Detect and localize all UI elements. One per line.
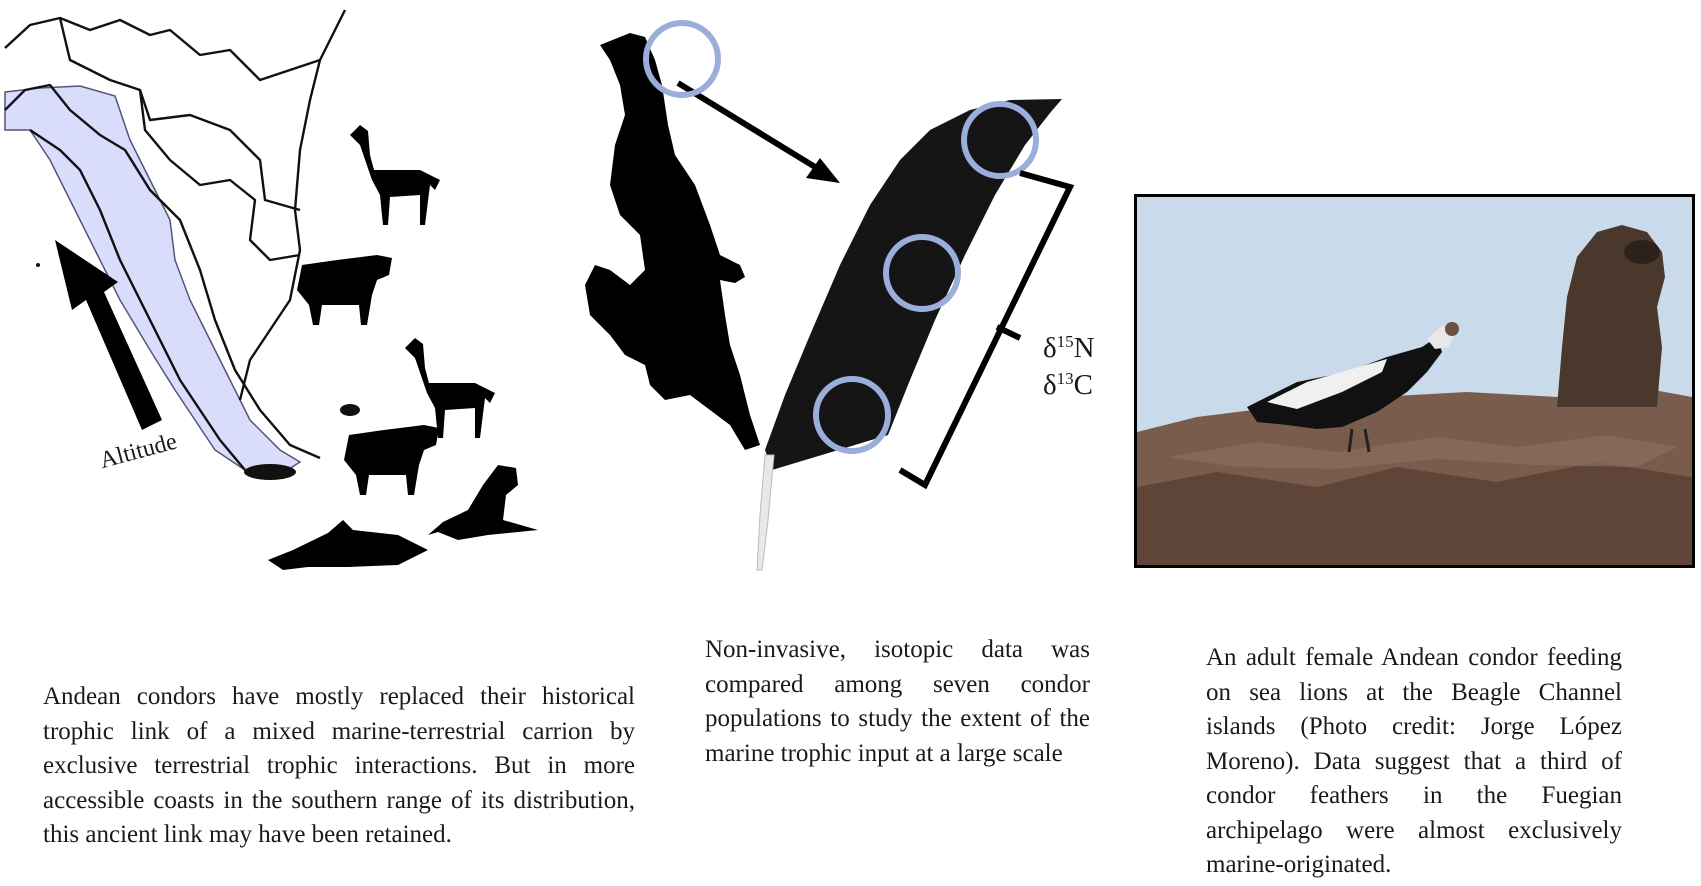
direction-arrow: [676, 80, 840, 183]
guanaco-icon: [350, 125, 440, 225]
country-border: [29, 129, 246, 471]
condor-feather-illustration: [585, 20, 1075, 571]
guanaco-icon: [405, 338, 495, 438]
country-border: [58, 17, 301, 212]
isotope-nitrogen-label: δ15N: [1043, 332, 1095, 364]
country-border: [238, 59, 322, 401]
sheep-icon: [344, 425, 439, 495]
condor-range-area: [4, 85, 302, 479]
sea-lion-silhouette: [1557, 225, 1665, 407]
country-border: [4, 83, 321, 460]
condor-sea-lion-photo: [1134, 194, 1695, 568]
sheep-icon: [297, 255, 392, 325]
sample-marker-circle: [961, 101, 1039, 179]
sample-marker-circle: [813, 376, 891, 454]
sampling-bracket: [898, 170, 1075, 490]
feather-shaft: [756, 454, 775, 571]
dolphin-icon: [268, 520, 428, 570]
country-border: [138, 89, 301, 262]
caption-map-panel: Andean condors have mostly replaced thei…: [43, 683, 635, 848]
isotope-carbon-label: δ13C: [1043, 369, 1094, 401]
caption-feather-panel: Non-invasive, isotopic data was compared…: [705, 636, 1090, 767]
feather-icon: [765, 99, 1062, 470]
condor-silhouette-icon: [585, 33, 760, 450]
altitude-arrow: [55, 240, 162, 430]
sea-lion-icon: [428, 465, 538, 540]
sample-marker-circle: [883, 234, 961, 312]
country-border: [4, 9, 347, 82]
caption-photo-panel: An adult female Andean condor feeding on…: [1206, 644, 1622, 878]
south-america-map: [4, 9, 538, 570]
sample-marker-circle: [643, 20, 721, 98]
